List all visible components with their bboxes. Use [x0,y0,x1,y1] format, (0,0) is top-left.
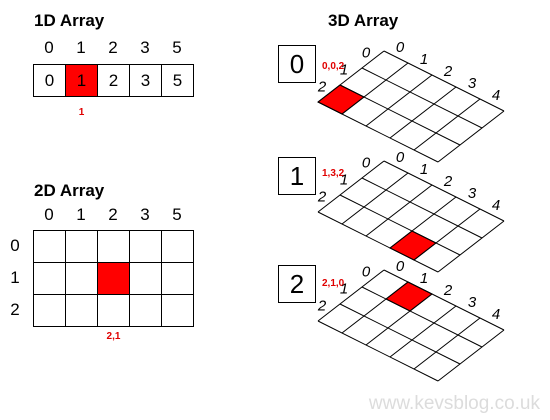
layer-col-label: 4 [492,197,500,214]
col-index-label: 5 [172,205,182,224]
layer-number-box: 2 [278,265,316,303]
grid-line [339,303,461,365]
highlight-label-2d: 2,1 [106,331,121,342]
grid-line [361,67,483,129]
layer-coord-label: 2,1,0 [322,278,345,289]
col-index-label: 0 [44,205,54,224]
layer-col-label: 2 [443,173,453,190]
layer-row-label: 2 [317,298,327,315]
grid-line [437,110,505,163]
grid-line [341,172,409,225]
layer-col-label: 1 [420,51,428,68]
layer-number-box: 0 [278,45,316,83]
layer-col-label: 0 [396,39,405,56]
array-cell: 5 [161,64,194,97]
layer-col-label: 0 [396,258,405,275]
grid-cell [161,294,194,327]
layer-col-label: 1 [420,161,428,178]
grid-line [317,160,385,213]
layer-col-label: 4 [492,87,500,104]
grid-line [317,211,439,273]
layer-row-label: 1 [340,62,348,79]
layer-coord-label: 0,0,2 [322,61,345,72]
layer-cell-highlighted [389,230,437,261]
layer-row-label: 1 [340,281,348,298]
grid-line [389,305,457,358]
title-2d-array: 2D Array [34,181,105,200]
title-3d-array: 3D Array [328,11,399,30]
layer-col-label: 4 [492,306,500,323]
grid-line [389,196,457,249]
layer-row-label: 2 [317,189,327,206]
layer-col-label: 2 [443,282,453,299]
grid-line [339,194,461,256]
layer-coord-label: 1,3,2 [322,168,345,179]
highlight-label-1d: 1 [78,107,85,118]
col-index-label: 1 [76,205,86,224]
index-label: 5 [172,38,182,57]
row-index-label: 0 [10,236,20,255]
col-index-label: 3 [140,205,150,224]
index-label: 0 [44,38,54,57]
layer-col-label: 3 [468,75,477,92]
grid-line [413,208,481,261]
layer-col-label: 3 [468,185,477,202]
layer-row-label: 1 [340,172,348,189]
layer-col-label: 1 [420,270,428,287]
layer-col-label: 0 [396,149,405,166]
row-index-label: 2 [10,300,20,319]
grid-line [317,320,439,382]
grid-line [361,177,483,239]
index-label: 2 [108,38,118,57]
grid-line [365,184,433,237]
layer-row-label: 0 [362,264,371,281]
grid-line [383,50,505,112]
index-label: 1 [76,38,86,57]
grid-line [383,269,505,331]
col-index-label: 2 [108,205,118,224]
grid-line [339,84,461,146]
grid-line [365,74,433,127]
layer-row-label: 0 [362,155,371,172]
grid-line [361,286,483,348]
grid-line [341,281,409,334]
row-index-label: 1 [10,268,20,287]
watermark: www.kevsblog.co.uk [368,393,540,414]
layer-col-label: 3 [468,294,477,311]
grid-line [317,101,439,163]
grid-line [437,220,505,273]
title-1d-array: 1D Array [34,11,105,30]
grid-line [437,329,505,382]
grid-line [365,293,433,346]
grid-line [383,160,505,222]
grid-line [317,50,385,103]
layer-row-label: 0 [362,45,371,62]
grid-line [317,269,385,322]
grid-line [341,62,409,115]
layer-row-label: 2 [317,79,327,96]
index-label: 3 [140,38,150,57]
layer-col-label: 2 [443,63,453,80]
grid-line [389,86,457,139]
grid-line [413,317,481,370]
grid-line [413,98,481,151]
layer-number-box: 1 [278,157,316,195]
